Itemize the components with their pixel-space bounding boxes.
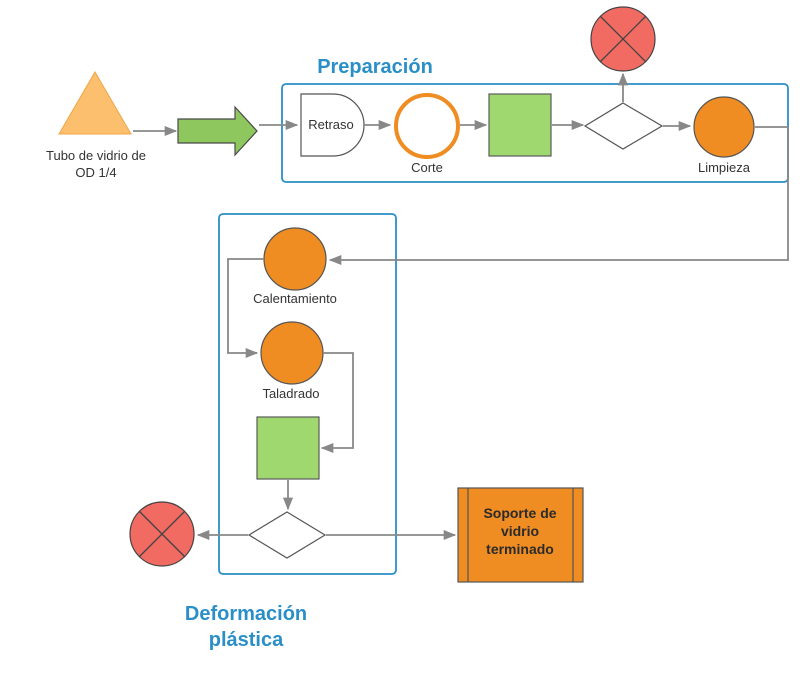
connector bbox=[320, 352, 354, 454]
taladrado-circle bbox=[260, 321, 324, 385]
connector bbox=[227, 258, 264, 359]
corte-label: Corte bbox=[411, 160, 443, 175]
corte-circle bbox=[394, 93, 460, 159]
start-triangle bbox=[58, 71, 132, 135]
deformacion-title-line2: plástica bbox=[209, 629, 284, 651]
final-product-box bbox=[457, 487, 584, 583]
deformacion-title-line1: Deformación bbox=[185, 603, 307, 625]
final-label-line1: Soporte de bbox=[483, 505, 556, 521]
connector bbox=[328, 126, 789, 266]
limpieza-label: Limpieza bbox=[698, 160, 751, 175]
retraso-label: Retraso bbox=[308, 117, 354, 132]
reject-icon bbox=[590, 6, 656, 72]
inspection-square bbox=[488, 93, 552, 157]
final-label-line2: vidrio bbox=[501, 523, 539, 539]
transport-arrow bbox=[177, 105, 258, 157]
calentamiento-circle bbox=[263, 227, 327, 291]
start-label-line1: Tubo de vidrio de bbox=[46, 148, 146, 163]
calentamiento-label: Calentamiento bbox=[253, 291, 337, 306]
limpieza-circle bbox=[693, 96, 755, 158]
deformacion-frame bbox=[218, 213, 397, 575]
decision-diamond bbox=[247, 511, 327, 559]
final-label-line3: terminado bbox=[486, 541, 554, 557]
taladrado-label: Taladrado bbox=[262, 386, 319, 401]
decision-diamond bbox=[583, 102, 664, 150]
preparacion-title: Preparación bbox=[317, 56, 433, 78]
retraso-delay-shape bbox=[300, 93, 365, 157]
reject-icon bbox=[129, 501, 195, 567]
inspection-square bbox=[256, 416, 320, 480]
start-label-line2: OD 1/4 bbox=[75, 165, 116, 180]
